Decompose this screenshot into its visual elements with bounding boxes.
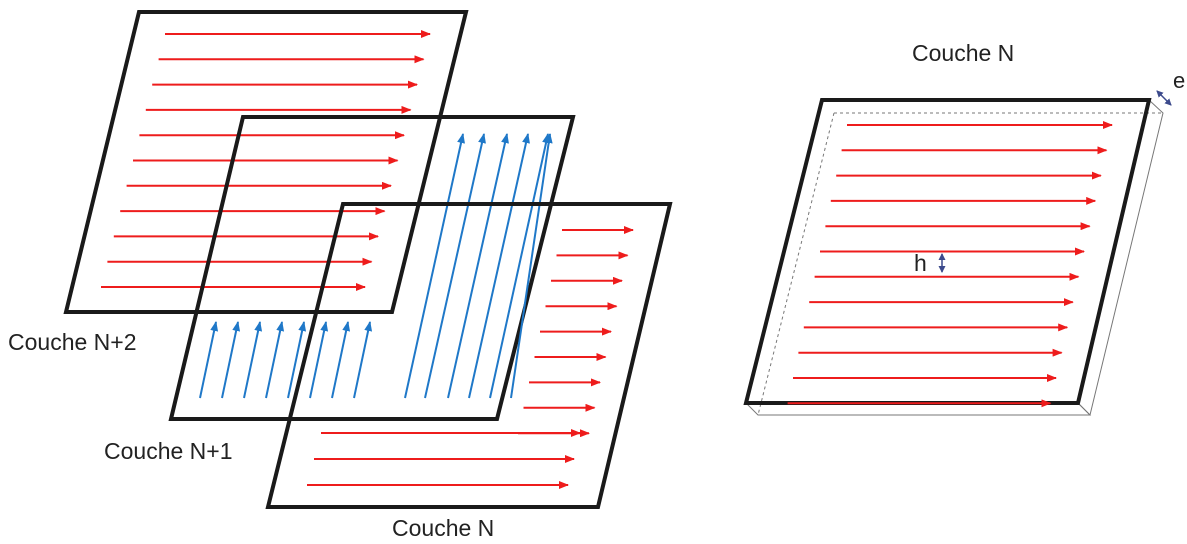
- detail-thickness-edge: [1077, 402, 1091, 416]
- layer-n2-arrows: [101, 30, 431, 291]
- layer-n1-flow-arrow: [404, 133, 465, 399]
- detail-hidden-edge-left: [757, 112, 835, 416]
- thickness-label: e: [1173, 68, 1186, 93]
- layer-n1-arrows: [199, 133, 553, 399]
- layer-n1-flow-arrow: [309, 321, 329, 399]
- layer-n1-flow-arrow: [265, 321, 285, 399]
- layer-n1-flow-arrow: [510, 133, 553, 399]
- layer-n: [265, 202, 673, 509]
- layer-n1-flow-arrow: [353, 321, 373, 399]
- detail-title: Couche N: [912, 40, 1015, 66]
- layer-n1-flow-arrow: [489, 133, 550, 399]
- thickness-dimension-arrow: [1156, 90, 1172, 106]
- layer-n1-flow-arrow: [287, 321, 307, 399]
- layer-n1-label: Couche N+1: [104, 438, 233, 464]
- layer-n2-outline: [63, 10, 469, 314]
- layer-n1-flow-arrow: [447, 133, 509, 399]
- layer-n1-outline: [168, 115, 576, 421]
- detail-side-face: [1089, 99, 1164, 416]
- layer-n1-flow-arrow: [331, 321, 351, 399]
- detail-arrows: [787, 121, 1113, 408]
- layer-n1-flow-arrow: [199, 321, 219, 399]
- layer-n-outline: [265, 202, 673, 509]
- layer-n2: [63, 10, 469, 314]
- layer-n-detail: [743, 90, 1172, 416]
- detail-outline: [743, 98, 1152, 405]
- layer-n1: [168, 115, 576, 421]
- layer-n1-flow-arrow: [243, 321, 263, 399]
- layer-n1-flow-arrow: [221, 321, 241, 399]
- layer-n1-flow-arrow: [468, 133, 530, 399]
- layer-n-arrows: [307, 226, 634, 489]
- layer-n-label: Couche N: [392, 515, 495, 541]
- spacing-label: h: [914, 250, 927, 276]
- layer-n2-label: Couche N+2: [8, 329, 137, 355]
- layer-n1-flow-arrow: [424, 133, 486, 399]
